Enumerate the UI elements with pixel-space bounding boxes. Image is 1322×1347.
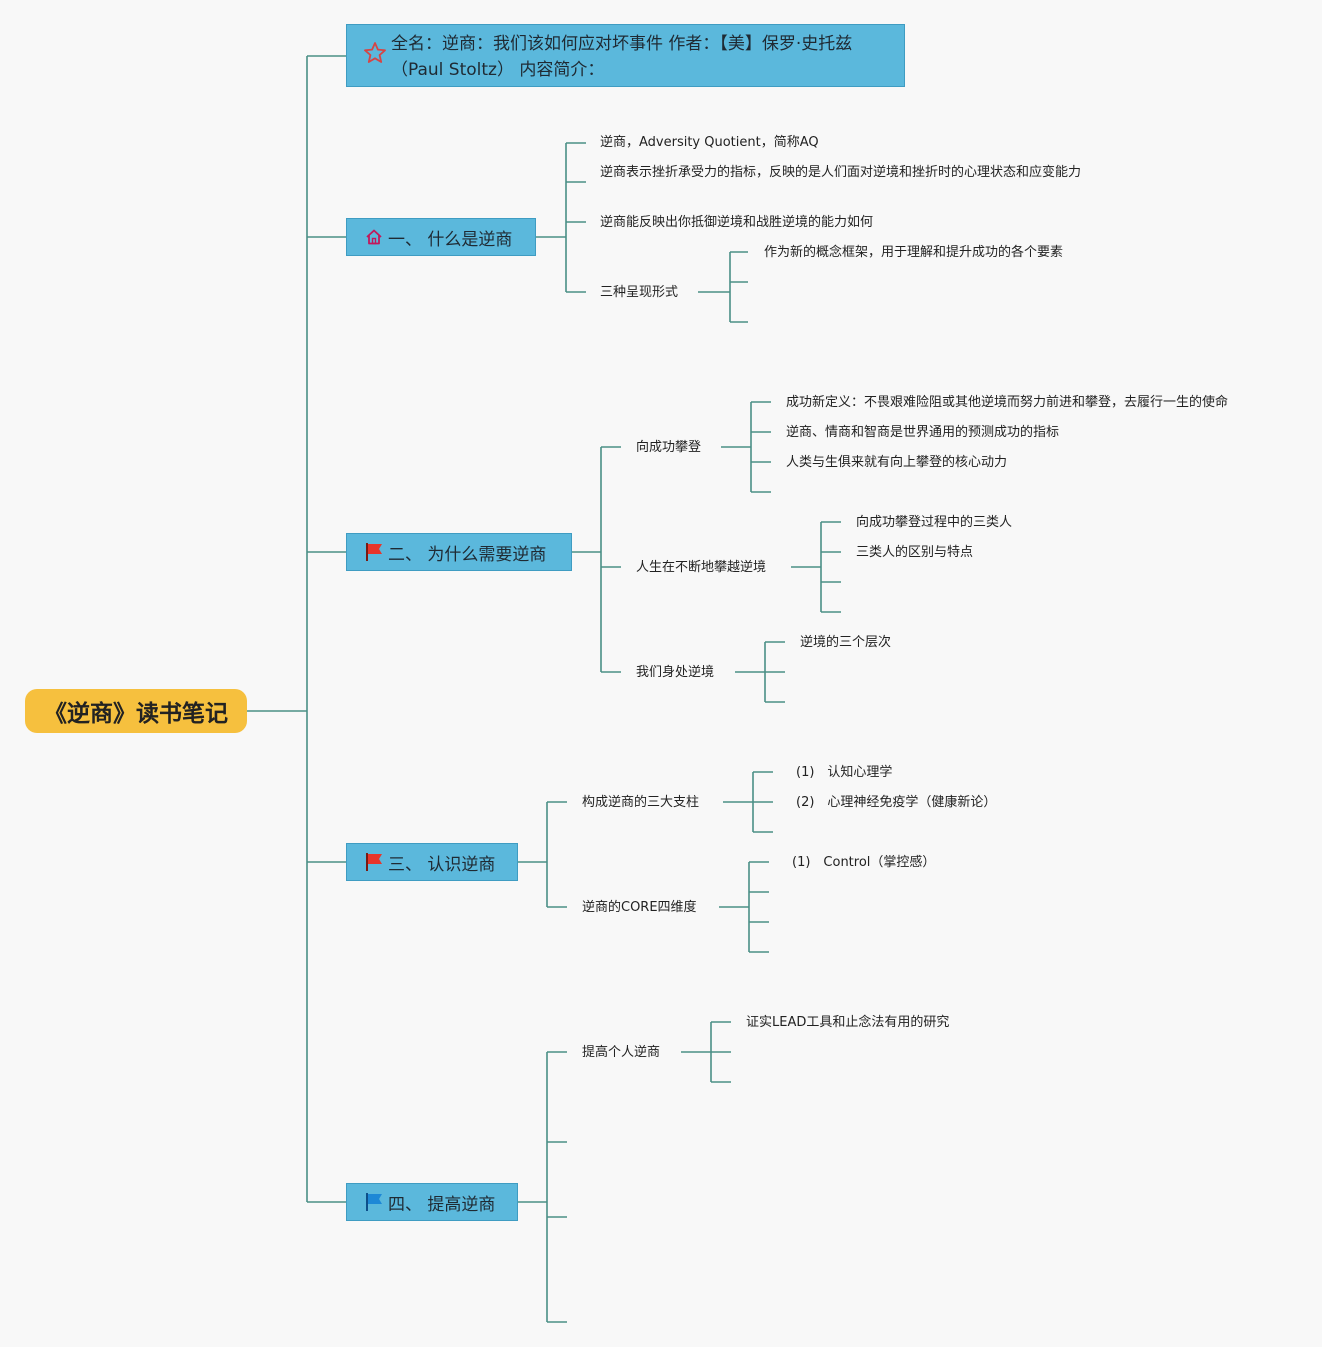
topic-understand-aq[interactable]: 三、 认识逆商	[346, 843, 518, 881]
detail-item[interactable]: (1) Control（掌控感）	[792, 855, 936, 870]
root-topic[interactable]: 《逆商》读书笔记	[25, 689, 247, 733]
subtopic[interactable]: 构成逆商的三大支柱	[582, 795, 700, 810]
detail-item[interactable]: 成功新定义：不畏艰难险阻或其他逆境而努力前进和攀登，去履行一生的使命	[786, 395, 1229, 410]
detail-item[interactable]: (2) 心理神经免疫学（健康新论）	[796, 795, 997, 810]
red-flag-icon	[364, 852, 384, 872]
detail-item[interactable]: 逆境的三个层次	[800, 635, 892, 650]
subtopic[interactable]: 逆商，Adversity Quotient，简称AQ	[600, 135, 819, 150]
detail-item[interactable]: 人类与生俱来就有向上攀登的核心动力	[786, 455, 1008, 470]
subtopic[interactable]: 逆商能反映出你抵御逆境和战胜逆境的能力如何	[600, 215, 874, 230]
title-node[interactable]: 全名：逆商：我们该如何应对坏事件 作者：【美】保罗·史托兹（Paul Stolt…	[346, 24, 905, 87]
title-text: 全名：逆商：我们该如何应对坏事件 作者：【美】保罗·史托兹（Paul Stolt…	[391, 34, 853, 80]
detail-item[interactable]: (1) 认知心理学	[796, 765, 893, 780]
topic-improve-aq[interactable]: 四、 提高逆商	[346, 1183, 518, 1221]
detail-item[interactable]: 作为新的概念框架，用于理解和提升成功的各个要素	[764, 245, 1064, 260]
subtopic[interactable]: 逆商的CORE四维度	[582, 900, 697, 915]
topic-label: 三、 认识逆商	[388, 854, 496, 875]
red-flag-icon	[364, 542, 384, 562]
root-label: 《逆商》读书笔记	[44, 701, 228, 727]
blue-flag-icon	[364, 1192, 384, 1212]
topic-label: 四、 提高逆商	[388, 1194, 496, 1215]
topic-label: 二、 为什么需要逆商	[388, 544, 547, 565]
detail-item[interactable]: 向成功攀登过程中的三类人	[856, 515, 1013, 530]
topic-why-need-aq[interactable]: 二、 为什么需要逆商	[346, 533, 572, 571]
subtopic[interactable]: 我们身处逆境	[636, 665, 715, 680]
subtopic[interactable]: 人生在不断地攀越逆境	[636, 560, 767, 575]
topic-what-is-aq[interactable]: 一、 什么是逆商	[346, 218, 536, 256]
subtopic[interactable]: 逆商表示挫折承受力的指标，反映的是人们面对逆境和挫折时的心理状态和应变能力	[600, 165, 1082, 180]
subtopic[interactable]: 提高个人逆商	[582, 1045, 661, 1060]
topic-label: 一、 什么是逆商	[388, 229, 513, 250]
subtopic[interactable]: 三种呈现形式	[600, 285, 679, 300]
detail-item[interactable]: 三类人的区别与特点	[856, 545, 974, 560]
home-icon	[364, 227, 384, 247]
detail-item[interactable]: 证实LEAD工具和止念法有用的研究	[746, 1015, 950, 1030]
detail-item[interactable]: 逆商、情商和智商是世界通用的预测成功的指标	[786, 425, 1060, 440]
star-icon	[363, 41, 387, 65]
subtopic[interactable]: 向成功攀登	[636, 440, 702, 455]
